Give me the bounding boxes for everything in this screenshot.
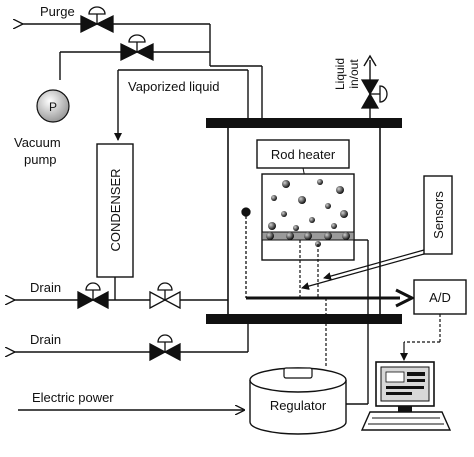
regulator-power-line	[346, 239, 369, 405]
electric-power-label: Electric power	[32, 390, 114, 405]
vacuum-line	[59, 51, 210, 80]
top-flange	[206, 118, 402, 128]
drain-upper-valve-2-icon	[149, 282, 181, 310]
drain-lower-line	[14, 324, 249, 352]
computer-icon	[360, 361, 452, 431]
regulator	[249, 367, 347, 435]
rod-heater-label-box	[256, 139, 350, 169]
signal-arrow-icon	[395, 288, 416, 308]
sensors-pointer-2	[301, 253, 425, 290]
ad-converter-label: A/D	[429, 290, 451, 305]
pump-symbol: P	[49, 100, 57, 114]
heater-signal-lines	[299, 240, 319, 298]
bubbles	[266, 179, 350, 247]
vaporized-liquid-line	[114, 69, 249, 141]
sensors-label: Sensors	[431, 191, 446, 239]
rod-heater-label: Rod heater	[271, 147, 336, 162]
vacuum-pump-label-line1: Vacuum	[14, 135, 61, 150]
purge-valve-icon	[80, 6, 114, 34]
liquid-valve-icon	[360, 79, 388, 109]
purge-label: Purge	[40, 4, 75, 19]
vacuum-valve-icon	[120, 34, 154, 62]
pressure-vessel	[206, 118, 402, 324]
sensors-box	[423, 175, 453, 255]
regulator-label: Regulator	[270, 398, 327, 413]
drain-upper-label: Drain	[30, 280, 61, 295]
sensors-pointer-1	[323, 249, 425, 280]
drain-lower-label: Drain	[30, 332, 61, 347]
vaporized-liquid-label: Vaporized liquid	[128, 79, 220, 94]
ad-to-computer-line	[400, 314, 441, 361]
liquid-inout-label-line1: Liquid	[333, 58, 347, 90]
purge-line	[22, 24, 263, 118]
liquid-inout-label-line2: in/out	[347, 59, 361, 89]
temperature-probe	[241, 207, 251, 298]
drain-lower-valve-icon	[149, 334, 181, 362]
condenser-label: CONDENSER	[108, 168, 123, 251]
vacuum-pump-label-line2: pump	[24, 152, 57, 167]
bottom-flange	[206, 314, 402, 324]
drain-upper-valve-1-icon	[77, 282, 109, 310]
ad-converter-box	[413, 279, 467, 315]
vacuum-pump: P	[36, 89, 70, 123]
liquid-in-arrow-icon	[363, 54, 377, 67]
